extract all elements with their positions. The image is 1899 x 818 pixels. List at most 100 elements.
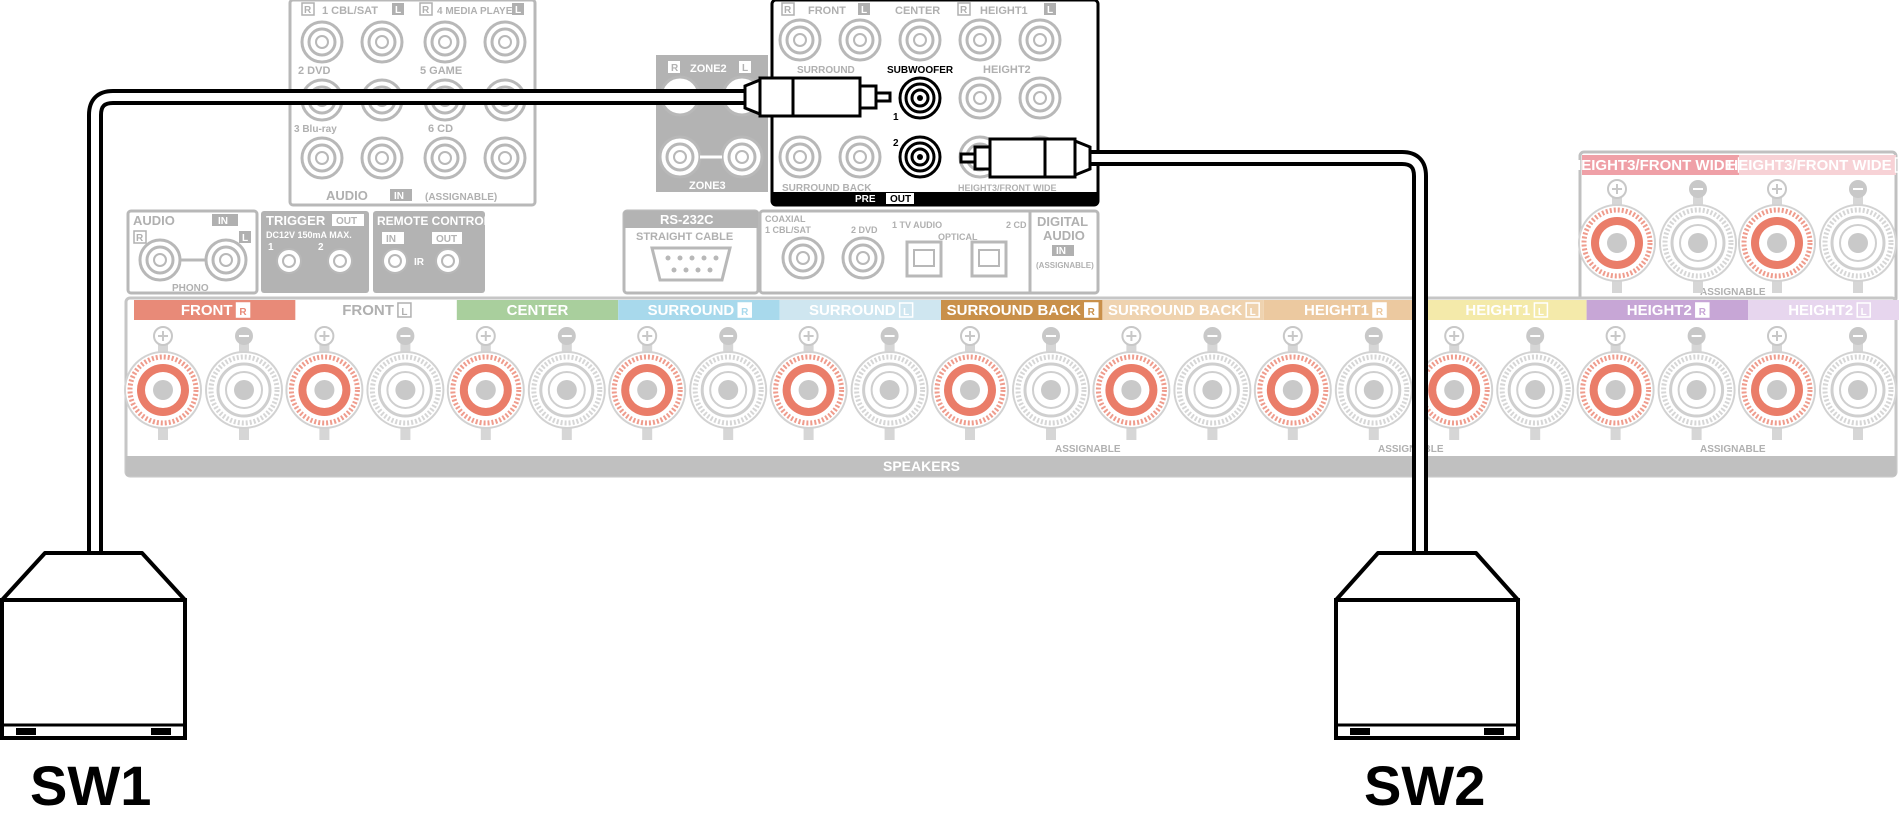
svg-text:AUDIO: AUDIO <box>1043 228 1085 243</box>
svg-text:L: L <box>742 63 748 74</box>
svg-text:L: L <box>515 5 521 16</box>
preout-height1-label: HEIGHT1 <box>980 5 1028 17</box>
subwoofer-jack-1[interactable] <box>898 76 942 120</box>
speaker-band-side-4: L <box>903 307 909 318</box>
remote-panel: REMOTE CONTROL IN OUT IR <box>373 211 491 293</box>
svg-text:IN: IN <box>218 216 228 227</box>
preout-surround-label: SURROUND <box>797 65 855 76</box>
preout-surround-back-label: SURROUND BACK <box>782 183 872 194</box>
speakers-assignable-2: ASSIGNABLE <box>1378 444 1444 455</box>
speaker-band-label-7: HEIGHT1 <box>1304 302 1369 319</box>
speaker-band-label-5: SURROUND BACK <box>947 302 1081 319</box>
subwoofer-1-label: SW1 <box>30 754 151 817</box>
svg-text:IR: IR <box>414 257 425 268</box>
speaker-band-label-10: HEIGHT2 <box>1788 302 1853 319</box>
speaker-band-4: SURROUND L <box>779 300 941 320</box>
cable-sw2 <box>1080 150 1428 555</box>
rca-plug-sw2 <box>959 137 1092 179</box>
audio-in-label-3: 3 Blu-ray <box>294 124 337 135</box>
speaker-band-side-10: L <box>1861 307 1867 318</box>
svg-text:IN: IN <box>1056 246 1066 257</box>
height3-panel: HEIGHT3/FRONT WIDERHEIGHT3/FRONT WIDEL A… <box>1570 150 1899 304</box>
svg-text:1: 1 <box>268 242 274 253</box>
svg-text:IN: IN <box>394 191 404 202</box>
speakers-footer: SPEAKERS <box>883 458 960 474</box>
speaker-band-10: HEIGHT2 L <box>1748 300 1899 320</box>
audio-in-label-1: 1 CBL/SAT <box>322 5 378 17</box>
svg-text:DIGITAL: DIGITAL <box>1037 214 1088 229</box>
svg-text:L: L <box>1047 5 1053 16</box>
svg-text:R: R <box>422 5 430 16</box>
height3-band-0: HEIGHT3/FRONT WIDER <box>1570 155 1753 175</box>
svg-text:R: R <box>671 63 679 74</box>
rca-plug-sw1 <box>743 76 892 118</box>
svg-text:IN: IN <box>386 234 396 245</box>
svg-text:R: R <box>304 5 312 16</box>
zone-panel: R ZONE2 L ZONE3 <box>656 55 768 192</box>
preout-height3-label: HEIGHT3/FRONT WIDE <box>958 183 1057 193</box>
speaker-band-label-3: SURROUND <box>648 302 735 319</box>
speaker-band-7: HEIGHT1 R <box>1263 300 1426 320</box>
svg-text:L: L <box>395 5 401 16</box>
speakers-panel: SPEAKERS ASSIGNABLE ASSIGNABLE ASSIGNABL… <box>125 296 1899 478</box>
svg-text:1 CBL/SAT: 1 CBL/SAT <box>765 225 811 235</box>
speaker-band-6: SURROUND BACK L <box>1102 300 1264 320</box>
speaker-band-side-7: R <box>1376 307 1384 318</box>
svg-text:R: R <box>136 233 144 244</box>
subwoofer-label: SUBWOOFER <box>887 65 954 76</box>
speaker-band-5: SURROUND BACK R <box>941 300 1103 320</box>
speaker-band-side-3: R <box>741 307 749 318</box>
speaker-band-label-2: CENTER <box>507 302 569 319</box>
svg-text:AUDIO: AUDIO <box>133 213 175 228</box>
subwoofer-2-label: SW2 <box>1364 754 1485 817</box>
cable-sw1 <box>87 89 750 555</box>
phono-panel: AUDIO IN R L PHONO <box>126 209 259 295</box>
speaker-band-side-9: R <box>1699 307 1707 318</box>
speaker-band-side-8: L <box>1538 307 1544 318</box>
audio-in-assignable: (ASSIGNABLE) <box>425 192 497 203</box>
height3-assignable: ASSIGNABLE <box>1700 287 1766 298</box>
svg-text:RS-232C: RS-232C <box>660 212 714 227</box>
preout-center-label: CENTER <box>895 5 940 17</box>
svg-text:COAXIAL: COAXIAL <box>765 214 806 224</box>
speaker-band-label-8: HEIGHT1 <box>1465 302 1530 319</box>
speaker-band-side-1: L <box>401 307 407 318</box>
svg-text:R: R <box>960 5 968 16</box>
audio-in-label-2: 2 DVD <box>298 65 330 77</box>
svg-text:2: 2 <box>318 242 324 253</box>
zone3-label: ZONE3 <box>689 180 726 192</box>
audio-in-footer: AUDIO <box>326 188 368 203</box>
speaker-band-label-4: SURROUND <box>809 302 896 319</box>
speakers-assignable-1: ASSIGNABLE <box>1055 444 1121 455</box>
speaker-band-8: HEIGHT1 L <box>1425 300 1587 320</box>
subwoofer-2 <box>1334 551 1520 740</box>
speaker-band-label-0: FRONT <box>181 302 233 319</box>
svg-text:OUT: OUT <box>890 194 911 205</box>
svg-text:STRAIGHT CABLE: STRAIGHT CABLE <box>636 231 733 243</box>
speaker-band-side-5: R <box>1088 307 1096 318</box>
audio-in-label-6: 6 CD <box>428 123 453 135</box>
rs232c-panel: RS-232C STRAIGHT CABLE <box>622 209 760 295</box>
speaker-band-3: SURROUND R <box>618 300 780 320</box>
svg-text:DC12V 150mA MAX.: DC12V 150mA MAX. <box>266 230 352 240</box>
speaker-band-side-6: L <box>1250 307 1256 318</box>
subwoofer-jack-2[interactable] <box>898 135 942 179</box>
preout-front-label: FRONT <box>808 5 846 17</box>
svg-text:OUT: OUT <box>336 216 357 227</box>
svg-text:(ASSIGNABLE): (ASSIGNABLE) <box>1036 261 1094 270</box>
speakers-assignable-3: ASSIGNABLE <box>1700 444 1766 455</box>
speaker-band-label-6: SURROUND BACK <box>1108 302 1242 319</box>
svg-text:2 CD: 2 CD <box>1006 220 1027 230</box>
phono-label: PHONO <box>172 283 209 294</box>
subwoofer-1-number: 1 <box>893 112 899 123</box>
svg-text:L: L <box>242 233 248 244</box>
svg-text:2 DVD: 2 DVD <box>851 225 878 235</box>
zone2-label: ZONE2 <box>690 63 727 75</box>
speaker-band-label-1: FRONT <box>342 302 394 319</box>
digital-audio-panel: COAXIAL 1 CBL/SAT 2 DVD 1 TV AUDIO OPTIC… <box>758 209 1100 295</box>
trigger-panel: TRIGGER OUT DC12V 150mA MAX. 1 2 <box>261 211 369 293</box>
preout-height2-label: HEIGHT2 <box>983 64 1031 76</box>
height3-band-1: HEIGHT3/FRONT WIDEL <box>1727 155 1899 175</box>
audio-in-label-5: 5 GAME <box>420 65 462 77</box>
